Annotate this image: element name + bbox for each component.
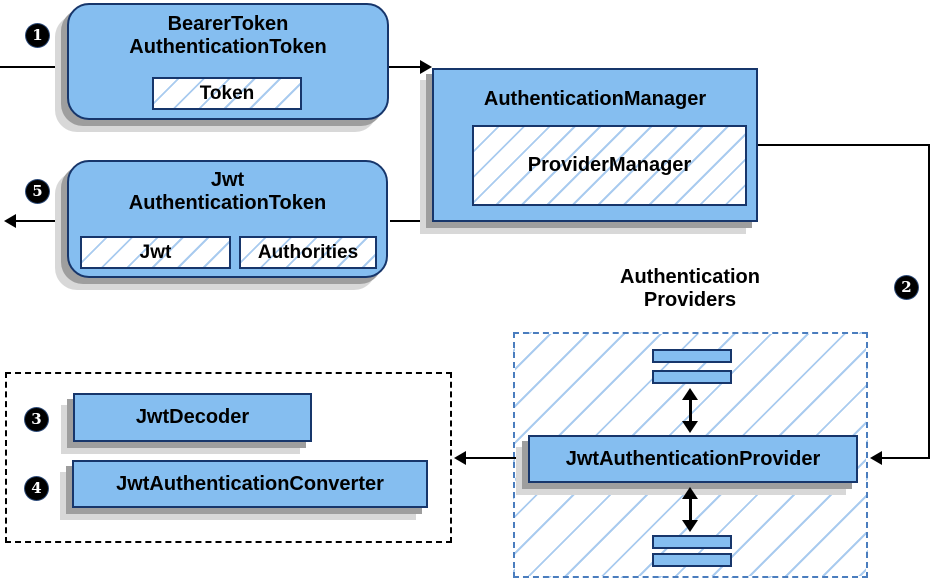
arrow-shaft xyxy=(688,400,692,421)
jwt-authentication-token-title: Jwt AuthenticationToken xyxy=(69,162,386,215)
connector-provider-to-decoder xyxy=(466,457,528,459)
step-3-badge: 3 xyxy=(25,408,48,431)
double-arrow-icon xyxy=(681,487,699,532)
connector-request-in xyxy=(0,66,67,68)
jwt-token-title-line2: AuthenticationToken xyxy=(128,192,327,214)
arrow-shaft xyxy=(688,499,692,520)
provider-bar xyxy=(652,370,732,384)
provider-bar xyxy=(652,535,732,549)
arrowhead-left-icon xyxy=(4,214,16,228)
step-2-badge: 2 xyxy=(895,276,918,299)
arrowhead-up-icon xyxy=(682,487,698,499)
step-4-badge: 4 xyxy=(25,477,48,500)
step-1-badge: 1 xyxy=(26,24,49,47)
provider-manager-field: ProviderManager xyxy=(472,125,747,206)
bearer-token-title: BearerToken AuthenticationToken xyxy=(69,5,387,59)
authentication-providers-title: Authentication Providers xyxy=(575,266,805,312)
jwt-authentication-converter-node: JwtAuthenticationConverter xyxy=(72,460,428,508)
authentication-manager-title: AuthenticationManager xyxy=(483,88,707,110)
double-arrow-icon xyxy=(681,388,699,433)
arrowhead-up-icon xyxy=(682,388,698,400)
authentication-providers-title-line1: Authentication xyxy=(620,266,760,288)
provider-bar xyxy=(652,553,732,567)
jwt-authentication-token-node: Jwt AuthenticationToken Jwt Authorities xyxy=(67,160,388,278)
arrowhead-down-icon xyxy=(682,520,698,532)
authentication-providers-title-line2: Providers xyxy=(643,289,737,311)
connector-manager-to-jwt-token xyxy=(390,220,432,222)
provider-bar xyxy=(652,349,732,363)
connector-bearer-to-manager xyxy=(389,66,421,68)
arrowhead-left-icon xyxy=(870,451,882,465)
authentication-manager-node: AuthenticationManager ProviderManager xyxy=(432,68,758,222)
connector-jwt-token-out xyxy=(16,220,67,222)
arrowhead-down-icon xyxy=(682,421,698,433)
arrowhead-right-icon xyxy=(420,60,432,74)
connector-step2-top xyxy=(758,144,930,146)
authorities-field: Authorities xyxy=(239,236,377,269)
connector-step2-bottom xyxy=(882,457,930,459)
bearer-token-title-line2: AuthenticationToken xyxy=(129,36,327,58)
jwt-token-title-line1: Jwt xyxy=(210,169,245,191)
connector-step2-vertical xyxy=(928,144,930,458)
jwt-authentication-provider-node: JwtAuthenticationProvider xyxy=(528,435,858,483)
bearer-token-title-line1: BearerToken xyxy=(167,13,289,35)
jwt-field: Jwt xyxy=(80,236,231,269)
arrowhead-left-icon xyxy=(454,451,466,465)
token-field: Token xyxy=(152,77,302,110)
jwt-decoder-node: JwtDecoder xyxy=(73,393,312,442)
step-5-badge: 5 xyxy=(26,180,49,203)
bearer-token-node: BearerToken AuthenticationToken Token xyxy=(67,3,389,120)
